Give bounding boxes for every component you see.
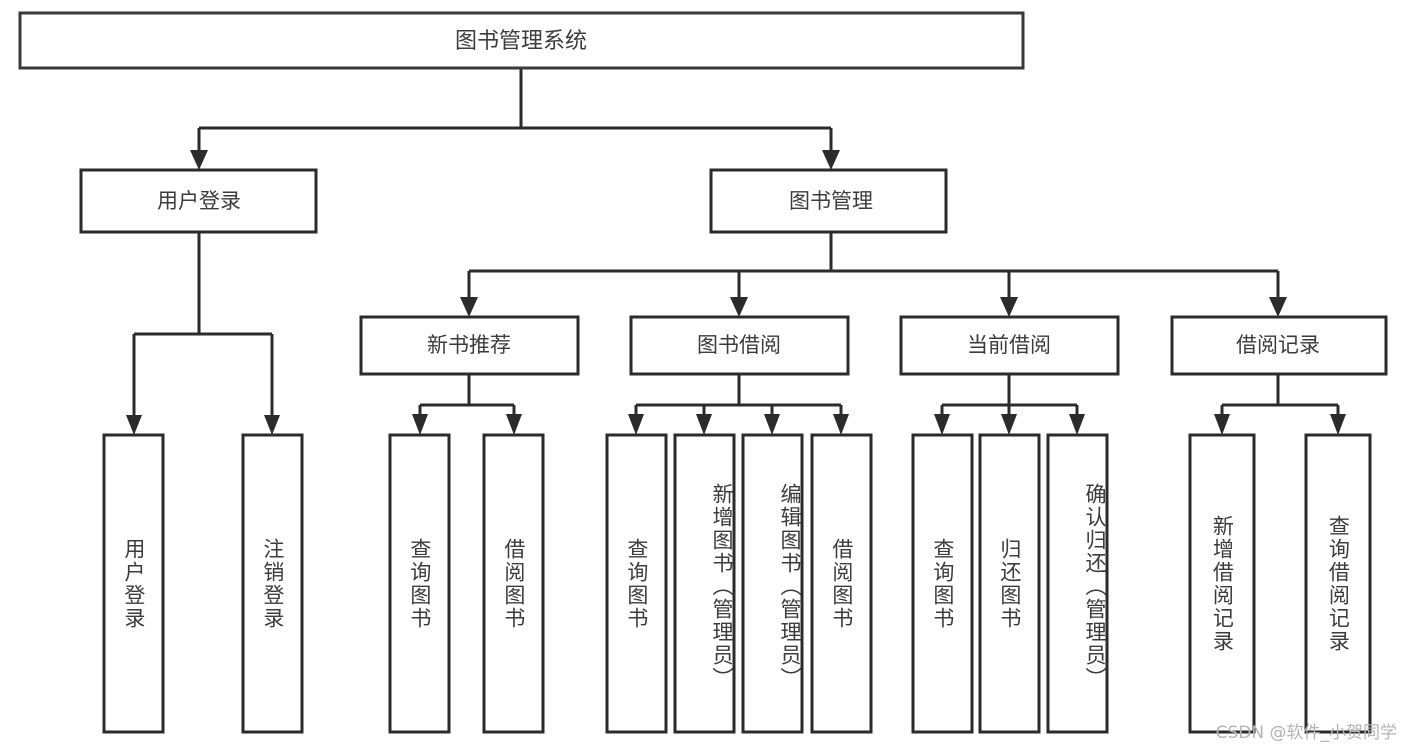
arrow-head-leaf-user-login: [126, 415, 142, 435]
node-root-box[interactable]: [18, 11, 1025, 70]
arrow-head-bb-leaf-1: [628, 414, 644, 435]
arrow-head-nb-leaf-1: [412, 414, 428, 435]
leaf-box-cb-return-book[interactable]: [978, 433, 1041, 734]
arrow-head-br-leaf-1: [1214, 414, 1230, 435]
connector-group-root-to-level1: [190, 68, 840, 170]
arrow-head-user-login: [190, 150, 208, 170]
leaf-box-user-login[interactable]: [102, 433, 165, 734]
leaf-group-book-borrow: [605, 433, 873, 734]
leaf-box-nb-borrow-book[interactable]: [482, 433, 545, 734]
leaf-box-cb-query-book[interactable]: [911, 433, 974, 734]
arrow-head-br-leaf-2: [1330, 414, 1346, 435]
node-book-borrow-label: 图书借阅: [697, 333, 781, 357]
arrow-head-cb-leaf-1: [934, 414, 950, 435]
node-new-book-recommend-box[interactable]: [359, 315, 580, 376]
connector-group-book-borrow-to-leaves: [628, 374, 849, 435]
connector-group-user-login-to-leaves: [126, 232, 280, 435]
connector-group-book-manage-to-level2: [460, 232, 1287, 317]
csdn-watermark: CSDN @软件_小贺同学: [1215, 723, 1397, 743]
arrow-head-book-manage: [822, 150, 840, 170]
leaf-box-nb-query-book[interactable]: [388, 433, 451, 734]
connector-group-current-borrow-to-leaves: [934, 374, 1085, 435]
leaf-box-bb-query-book[interactable]: [605, 433, 668, 734]
node-user-login-label: 用户登录: [157, 189, 241, 213]
arrow-head-bb-leaf-3: [764, 414, 780, 435]
node-book-manage[interactable]: 图书管理: [709, 168, 948, 234]
arrow-head-bb-leaf-4: [833, 414, 849, 435]
leaf-box-bb-borrow-book[interactable]: [810, 433, 873, 734]
node-current-borrow[interactable]: 当前借阅: [899, 315, 1120, 376]
connector-group-new-book-to-leaves: [412, 374, 522, 435]
arrow-head-borrow-record: [1269, 297, 1287, 317]
node-book-manage-box[interactable]: [709, 168, 948, 234]
arrow-head-leaf-logout: [264, 415, 280, 435]
leaf-box-cb-confirm-return[interactable]: [1046, 433, 1109, 734]
leaf-group-borrow-record: [1188, 433, 1372, 734]
leaf-box-logout[interactable]: [241, 433, 304, 734]
node-borrow-record-label: 借阅记录: [1236, 333, 1320, 357]
leaf-group-user-login: [102, 433, 304, 734]
arrow-head-current-borrow: [1000, 297, 1018, 317]
node-new-book-recommend[interactable]: 新书推荐: [359, 315, 580, 376]
leaf-group-current-borrow: [911, 433, 1109, 734]
arrow-head-nb-leaf-2: [506, 414, 522, 435]
node-borrow-record[interactable]: 借阅记录: [1170, 315, 1388, 376]
connector-group-borrow-record-to-leaves: [1214, 374, 1346, 435]
arrow-head-cb-leaf-3: [1069, 414, 1085, 435]
node-root-system[interactable]: 图书管理系统: [18, 11, 1025, 70]
arrow-head-new-book: [460, 297, 478, 317]
node-book-manage-label: 图书管理: [789, 189, 873, 213]
node-current-borrow-box[interactable]: [899, 315, 1120, 376]
node-root-label: 图书管理系统: [455, 29, 587, 54]
arrow-head-cb-leaf-2: [1001, 414, 1017, 435]
leaf-box-bb-edit-book[interactable]: [741, 433, 804, 734]
node-book-borrow[interactable]: 图书借阅: [629, 315, 850, 376]
node-user-login-box[interactable]: [79, 168, 318, 234]
leaf-box-bb-add-book[interactable]: [673, 433, 736, 734]
arrow-head-book-borrow: [730, 297, 748, 317]
leaf-box-br-query-record[interactable]: [1304, 433, 1372, 734]
node-new-book-recommend-label: 新书推荐: [427, 333, 511, 357]
node-current-borrow-label: 当前借阅: [967, 333, 1051, 357]
node-user-login[interactable]: 用户登录: [79, 168, 318, 234]
node-borrow-record-box[interactable]: [1170, 315, 1388, 376]
arrow-head-bb-leaf-2: [696, 414, 712, 435]
leaf-group-new-book-recommend: [388, 433, 545, 734]
node-book-borrow-box[interactable]: [629, 315, 850, 376]
leaf-box-br-add-record[interactable]: [1188, 433, 1256, 734]
